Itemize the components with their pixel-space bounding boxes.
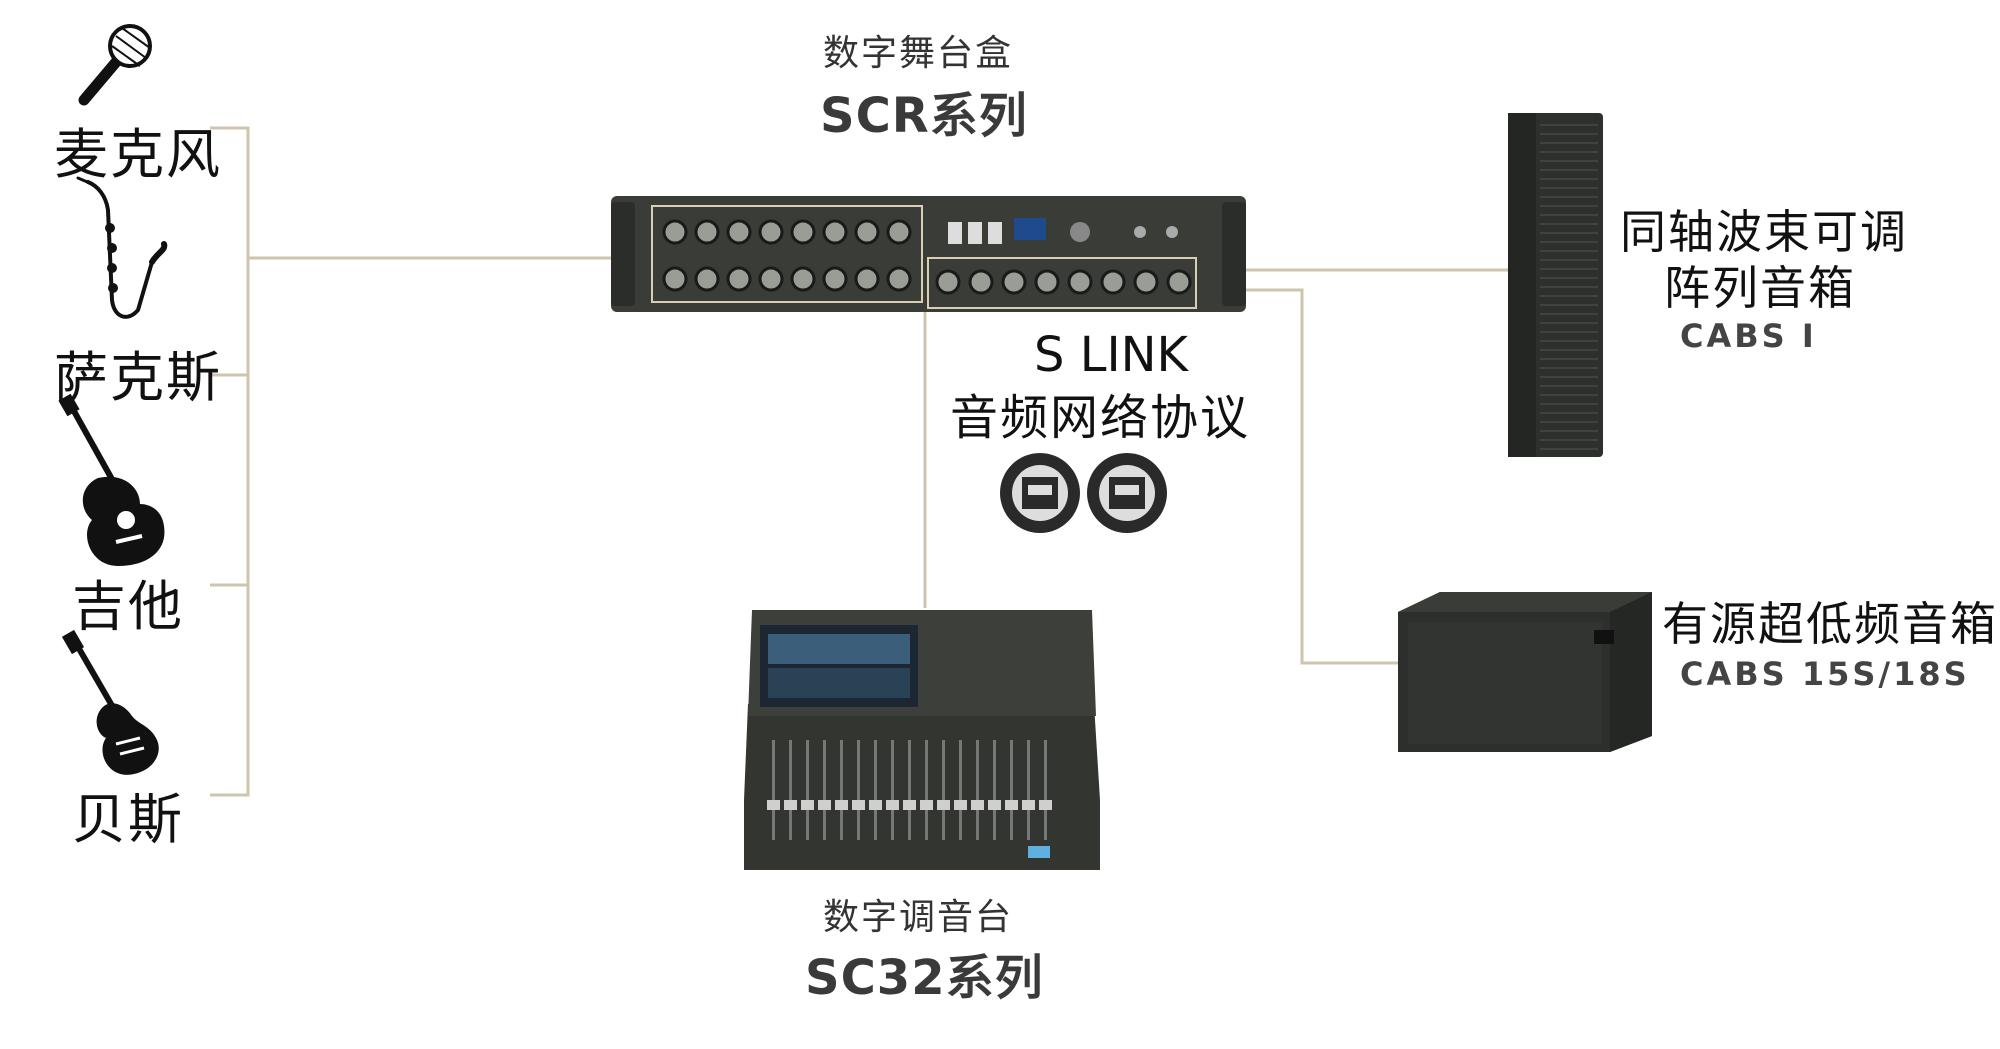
instrument-bus-line xyxy=(210,126,250,797)
xlr-jack-icon xyxy=(1166,269,1192,295)
fader-track xyxy=(925,740,928,840)
xlr-jack-icon xyxy=(790,219,816,245)
fader-track xyxy=(840,740,843,840)
stagebox-caption: 数字舞台盒 xyxy=(823,33,1014,74)
xlr-jack-icon xyxy=(886,266,912,292)
fader-knob xyxy=(988,800,1001,810)
fader-track xyxy=(891,740,894,840)
xlr-jack-icon xyxy=(1133,269,1159,295)
xlr-jack-icon xyxy=(854,266,880,292)
fader-track xyxy=(993,740,996,840)
fader-track xyxy=(772,740,775,840)
fader-track xyxy=(857,740,860,840)
fader-track xyxy=(1027,740,1030,840)
xlr-jack-icon xyxy=(790,266,816,292)
stagebox-device xyxy=(611,196,1246,312)
ethercon-connector-icon xyxy=(1000,453,1167,533)
xlr-jack-icon xyxy=(726,219,752,245)
fader-knob xyxy=(835,800,848,810)
fader-knob xyxy=(886,800,899,810)
instrument-label-bass: 贝斯 xyxy=(72,788,184,851)
xlr-jack-icon xyxy=(935,269,961,295)
line-array-speaker xyxy=(1508,113,1603,457)
line-array-title-line2: 阵列音箱 xyxy=(1664,261,1856,315)
subwoofer-title: 有源超低频音箱 xyxy=(1662,597,1998,651)
line-array-title-line1: 同轴波束可调 xyxy=(1620,205,1908,259)
fader-track xyxy=(976,740,979,840)
fader-track xyxy=(789,740,792,840)
xlr-jack-icon xyxy=(822,219,848,245)
xlr-jack-icon xyxy=(1034,269,1060,295)
subwoofer-model: CABS 15S/18S xyxy=(1680,655,1970,693)
console-series: SC32系列 xyxy=(805,950,1044,1006)
fader-bank xyxy=(767,740,1052,840)
fader-track xyxy=(1044,740,1047,840)
fader-track xyxy=(806,740,809,840)
xlr-output-row xyxy=(935,269,1192,295)
fader-knob xyxy=(869,800,882,810)
console-caption: 数字调音台 xyxy=(823,897,1014,938)
connection-lines xyxy=(210,126,1508,797)
fader-knob xyxy=(920,800,933,810)
xlr-jack-icon xyxy=(1067,269,1093,295)
fader-track xyxy=(908,740,911,840)
line-array-title: 同轴波束可调 阵列音箱 xyxy=(1620,204,1908,316)
fader-track xyxy=(942,740,945,840)
fader-knob xyxy=(767,800,780,810)
acoustic-guitar-icon xyxy=(58,393,165,566)
xlr-jack-icon xyxy=(1100,269,1126,295)
network-protocol-subtitle: 音频网络协议 xyxy=(950,390,1251,446)
network-protocol-name: S LINK xyxy=(1034,327,1189,383)
xlr-jack-icon xyxy=(662,219,688,245)
fader-knob xyxy=(852,800,865,810)
xlr-jack-icon xyxy=(694,219,720,245)
fader-track xyxy=(1010,740,1013,840)
subwoofer-speaker xyxy=(1398,592,1652,752)
stagebox-series: SCR系列 xyxy=(820,88,1028,144)
fader-knob xyxy=(1005,800,1018,810)
fader-knob xyxy=(784,800,797,810)
xlr-jack-icon xyxy=(1001,269,1027,295)
fader-knob xyxy=(1022,800,1035,810)
fader-track xyxy=(823,740,826,840)
xlr-input-row xyxy=(662,219,912,245)
fader-knob xyxy=(818,800,831,810)
xlr-jack-icon xyxy=(758,266,784,292)
xlr-jack-icon xyxy=(758,219,784,245)
fader-knob xyxy=(903,800,916,810)
bass-guitar-icon xyxy=(61,629,159,775)
xlr-jack-icon xyxy=(662,266,688,292)
xlr-jack-icon xyxy=(822,266,848,292)
xlr-jack-icon xyxy=(854,219,880,245)
line-array-model: CABS Ⅰ xyxy=(1680,317,1817,355)
console-device xyxy=(744,610,1100,870)
xlr-input-row xyxy=(662,266,912,292)
xlr-jack-icon xyxy=(968,269,994,295)
fader-knob xyxy=(971,800,984,810)
microphone-icon xyxy=(78,24,152,106)
fader-knob xyxy=(801,800,814,810)
fader-track xyxy=(874,740,877,840)
instrument-label-guitar: 吉他 xyxy=(72,575,184,638)
xlr-jack-icon xyxy=(694,266,720,292)
fader-knob xyxy=(937,800,950,810)
fader-track xyxy=(959,740,962,840)
saxophone-icon xyxy=(76,176,168,319)
stagebox-to-subwoofer-line xyxy=(1200,288,1398,665)
instrument-label-microphone: 麦克风 xyxy=(54,123,222,186)
xlr-jack-icon xyxy=(726,266,752,292)
fader-knob xyxy=(954,800,967,810)
xlr-jack-icon xyxy=(886,219,912,245)
fader-knob xyxy=(1039,800,1052,810)
instrument-label-saxophone: 萨克斯 xyxy=(54,346,222,409)
